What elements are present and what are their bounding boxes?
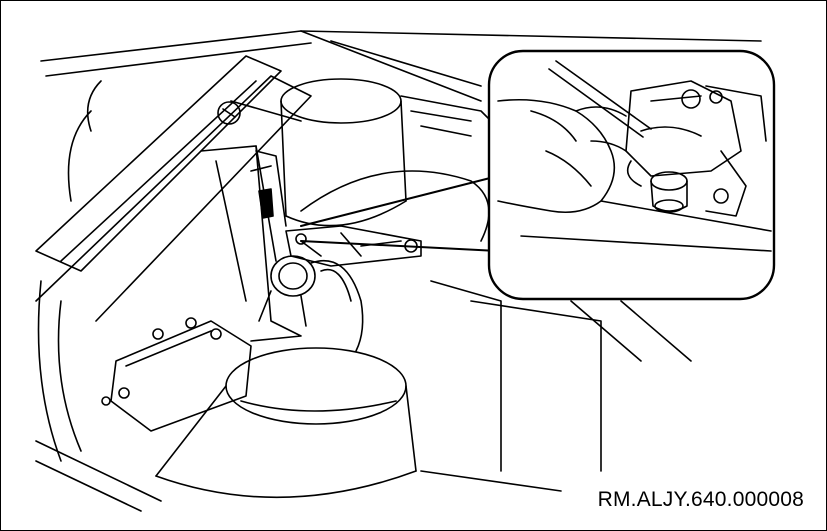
mounting-bracket <box>37 280 252 462</box>
figure-reference-code: RM.ALJY.640.000008 <box>597 488 804 511</box>
callout-lines <box>300 175 499 252</box>
strut-frame <box>35 55 312 322</box>
inset-view <box>487 49 776 301</box>
reservoir <box>280 78 490 242</box>
background-structure <box>40 30 762 202</box>
damper-assembly <box>200 145 302 342</box>
floor-lines <box>35 280 692 512</box>
lower-cylinder <box>155 347 417 499</box>
hose-loop <box>258 255 364 352</box>
